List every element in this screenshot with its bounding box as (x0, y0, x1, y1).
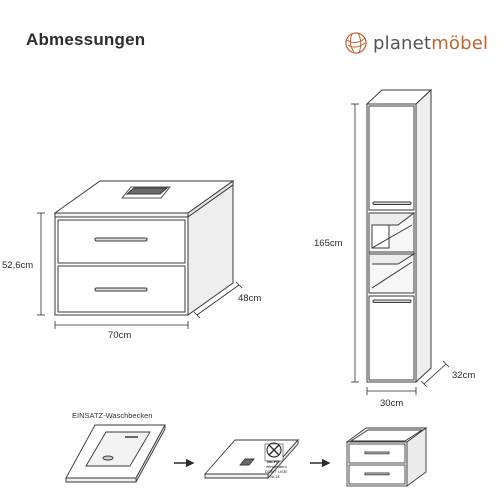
vanity-body-side (187, 184, 234, 316)
tall-cabinet-height-label: 165cm (314, 238, 343, 249)
tall-cabinet-handle-lower (372, 299, 412, 303)
tall-cabinet-side (415, 88, 432, 384)
logo-wordmark: planetmöbel (373, 33, 488, 54)
vanity-body-without-top (345, 427, 428, 487)
drawer-handle-top (94, 237, 148, 242)
logo-text-main: planet (373, 32, 432, 54)
basin-insert (65, 424, 166, 483)
tall-cabinet (365, 88, 433, 384)
vanity-basin-cutout (125, 187, 169, 195)
tall-cabinet-upper-door (368, 105, 415, 211)
vanity-width-label: 70cm (108, 330, 131, 341)
vanity-top-edge (54, 212, 189, 218)
brand-logo: planetmöbel (343, 29, 488, 57)
notice-line-3: DON'T USE! (265, 469, 287, 474)
tall-cabinet-handle-upper (372, 201, 412, 205)
vanity-height-label: 52,6cm (2, 260, 33, 271)
vanity-basin-rim (120, 186, 172, 199)
notice-line-2: verwenden! (266, 464, 287, 469)
notice-line-4: Nr.14 (270, 474, 280, 479)
vanity-depth-label: 48cm (238, 293, 261, 304)
tall-cabinet-dimension-lines (351, 103, 450, 395)
tall-cabinet-width-label: 30cm (380, 398, 403, 409)
notice-line-1: NICHT (267, 459, 280, 464)
do-not-use-icon (266, 442, 282, 458)
drawer-handle-bottom (94, 287, 148, 292)
vanity-unit (53, 180, 235, 316)
logo-text-accent: möbel (431, 32, 489, 54)
tall-cabinet-lower-door (368, 295, 415, 381)
basin-caption: EINSATZ-Waschbecken (72, 411, 152, 420)
tall-cabinet-depth-label: 32cm (452, 370, 475, 381)
page-title: Abmessungen (26, 30, 146, 49)
vanity-dimension-lines (37, 212, 243, 329)
globe-icon (345, 32, 367, 54)
